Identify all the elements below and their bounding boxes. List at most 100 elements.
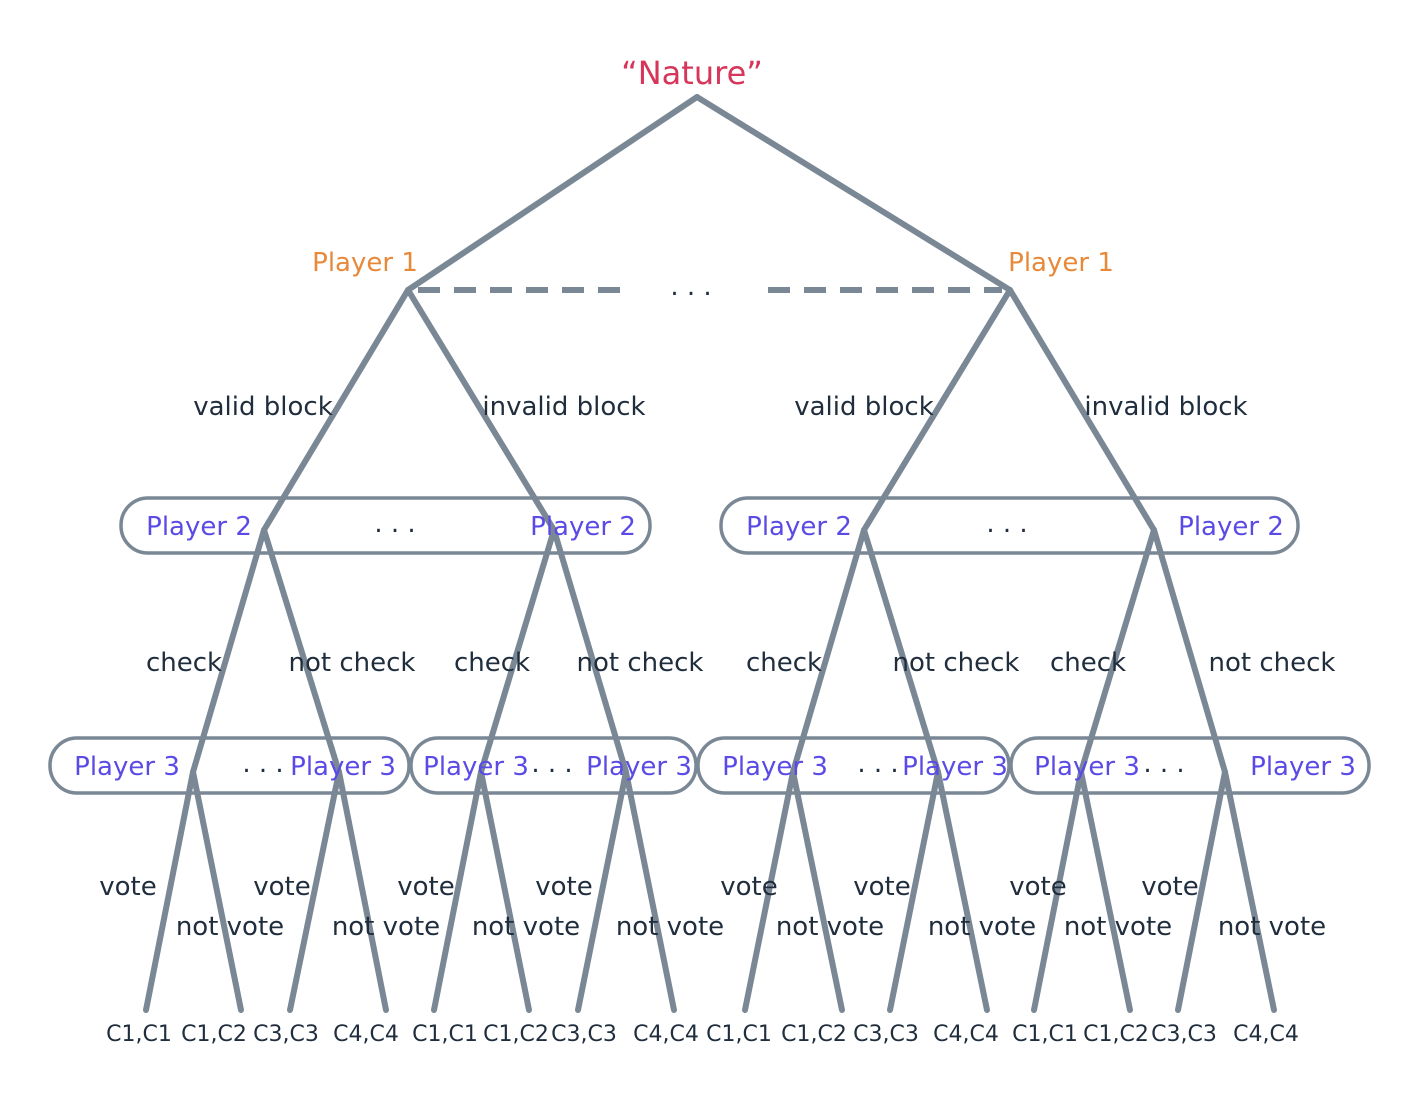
- outcome-10: C1,C2: [781, 1022, 847, 1047]
- edge-check-1: [190, 527, 267, 775]
- action-not-vote-4: not vote: [616, 912, 724, 942]
- edge-vote-6: [887, 769, 941, 1013]
- action-vote-7: vote: [1009, 872, 1066, 902]
- edge-vote-5: [742, 769, 796, 1013]
- player2-label-2: Player 2: [530, 512, 636, 542]
- action-vote-4: vote: [535, 872, 592, 902]
- action-vote-8: vote: [1141, 872, 1198, 902]
- edge-nature-left: [405, 94, 700, 293]
- player2-info-set-left: [119, 496, 652, 555]
- edge-not-check-2: [551, 527, 629, 775]
- action-vote-5: vote: [720, 872, 777, 902]
- edge-valid-block-left: [261, 287, 411, 533]
- edge-vote-4: [575, 769, 629, 1013]
- action-not-check-4: not check: [1209, 648, 1336, 678]
- edge-not-vote-1: [190, 769, 244, 1013]
- action-vote-6: vote: [853, 872, 910, 902]
- action-not-vote-8: not vote: [1218, 912, 1326, 942]
- edge-vote-1: [143, 769, 196, 1013]
- player1-right-label: Player 1: [1008, 248, 1114, 278]
- action-vote-2: vote: [253, 872, 310, 902]
- player1-info-dots: . . .: [670, 272, 711, 302]
- outcome-3: C3,C3: [253, 1022, 319, 1047]
- edge-valid-block-right: [861, 287, 1013, 533]
- player2-dots-left: . . .: [374, 509, 415, 539]
- outcome-8: C4,C4: [633, 1022, 699, 1047]
- player2-dots-right: . . .: [986, 509, 1027, 539]
- action-not-vote-3: not vote: [472, 912, 580, 942]
- action-check-3: check: [746, 648, 822, 678]
- outcome-6: C1,C2: [483, 1022, 549, 1047]
- edge-check-3: [790, 527, 867, 775]
- action-not-vote-1: not vote: [176, 912, 284, 942]
- action-invalid-block-right: invalid block: [1084, 392, 1247, 422]
- edge-not-vote-4: [623, 769, 677, 1013]
- player3-dots-3: . . .: [857, 749, 898, 779]
- action-not-check-2: not check: [577, 648, 704, 678]
- player1-left-label: Player 1: [312, 248, 418, 278]
- action-vote-1: vote: [99, 872, 156, 902]
- player3-label-3: Player 3: [423, 752, 529, 782]
- player3-label-5: Player 3: [722, 752, 828, 782]
- action-not-vote-6: not vote: [928, 912, 1036, 942]
- outcome-4: C4,C4: [333, 1022, 399, 1047]
- edge-not-vote-7: [1078, 769, 1133, 1013]
- player2-label-4: Player 2: [1178, 512, 1284, 542]
- edge-not-vote-6: [935, 769, 990, 1013]
- outcome-12: C4,C4: [933, 1022, 999, 1047]
- edge-not-check-3: [861, 527, 941, 775]
- outcome-7: C3,C3: [551, 1022, 617, 1047]
- outcome-14: C1,C2: [1083, 1022, 1149, 1047]
- action-not-vote-2: not vote: [332, 912, 440, 942]
- player3-dots-2: . . .: [531, 749, 572, 779]
- edge-not-vote-8: [1222, 769, 1277, 1013]
- edge-invalid-block-left: [405, 287, 557, 533]
- action-valid-block-right: valid block: [794, 392, 934, 422]
- player3-label-7: Player 3: [1034, 752, 1140, 782]
- edge-not-vote-3: [478, 769, 532, 1013]
- action-not-check-1: not check: [289, 648, 416, 678]
- action-valid-block-left: valid block: [193, 392, 333, 422]
- edge-nature-right: [694, 94, 1013, 293]
- edge-check-2: [478, 527, 557, 775]
- outcome-1: C1,C1: [106, 1022, 172, 1047]
- action-check-4: check: [1050, 648, 1126, 678]
- edge-check-4: [1078, 527, 1157, 775]
- edge-vote-2: [287, 769, 342, 1013]
- action-not-vote-7: not vote: [1064, 912, 1172, 942]
- player3-label-6: Player 3: [902, 752, 1008, 782]
- player3-label-8: Player 3: [1250, 752, 1356, 782]
- player3-dots-1: . . .: [242, 749, 283, 779]
- player3-label-4: Player 3: [586, 752, 692, 782]
- player3-dots-4: . . .: [1143, 749, 1184, 779]
- player3-info-set-1: [48, 736, 411, 795]
- outcome-2: C1,C2: [181, 1022, 247, 1047]
- outcome-11: C3,C3: [853, 1022, 919, 1047]
- edge-not-check-4: [1151, 527, 1228, 775]
- edge-not-check-1: [261, 527, 342, 775]
- outcome-15: C3,C3: [1151, 1022, 1217, 1047]
- action-invalid-block-left: invalid block: [482, 392, 645, 422]
- player3-info-set-3: [696, 736, 1011, 795]
- player3-label-2: Player 3: [290, 752, 396, 782]
- action-vote-3: vote: [397, 872, 454, 902]
- action-not-vote-5: not vote: [776, 912, 884, 942]
- player2-info-set-right: [719, 496, 1300, 555]
- player3-info-set-2: [409, 736, 698, 795]
- player3-label-1: Player 3: [74, 752, 180, 782]
- outcome-13: C1,C1: [1012, 1022, 1078, 1047]
- outcome-16: C4,C4: [1233, 1022, 1299, 1047]
- action-check-2: check: [454, 648, 530, 678]
- player2-label-3: Player 2: [746, 512, 852, 542]
- outcome-9: C1,C1: [706, 1022, 772, 1047]
- player3-info-set-4: [1009, 736, 1371, 795]
- action-check-1: check: [146, 648, 222, 678]
- player2-label-1: Player 2: [146, 512, 252, 542]
- edge-not-vote-2: [336, 769, 389, 1013]
- edge-not-vote-5: [790, 769, 845, 1013]
- edge-vote-3: [431, 769, 484, 1013]
- edge-invalid-block-right: [1007, 287, 1157, 533]
- action-not-check-3: not check: [893, 648, 1020, 678]
- nature-label: “Nature”: [621, 54, 763, 92]
